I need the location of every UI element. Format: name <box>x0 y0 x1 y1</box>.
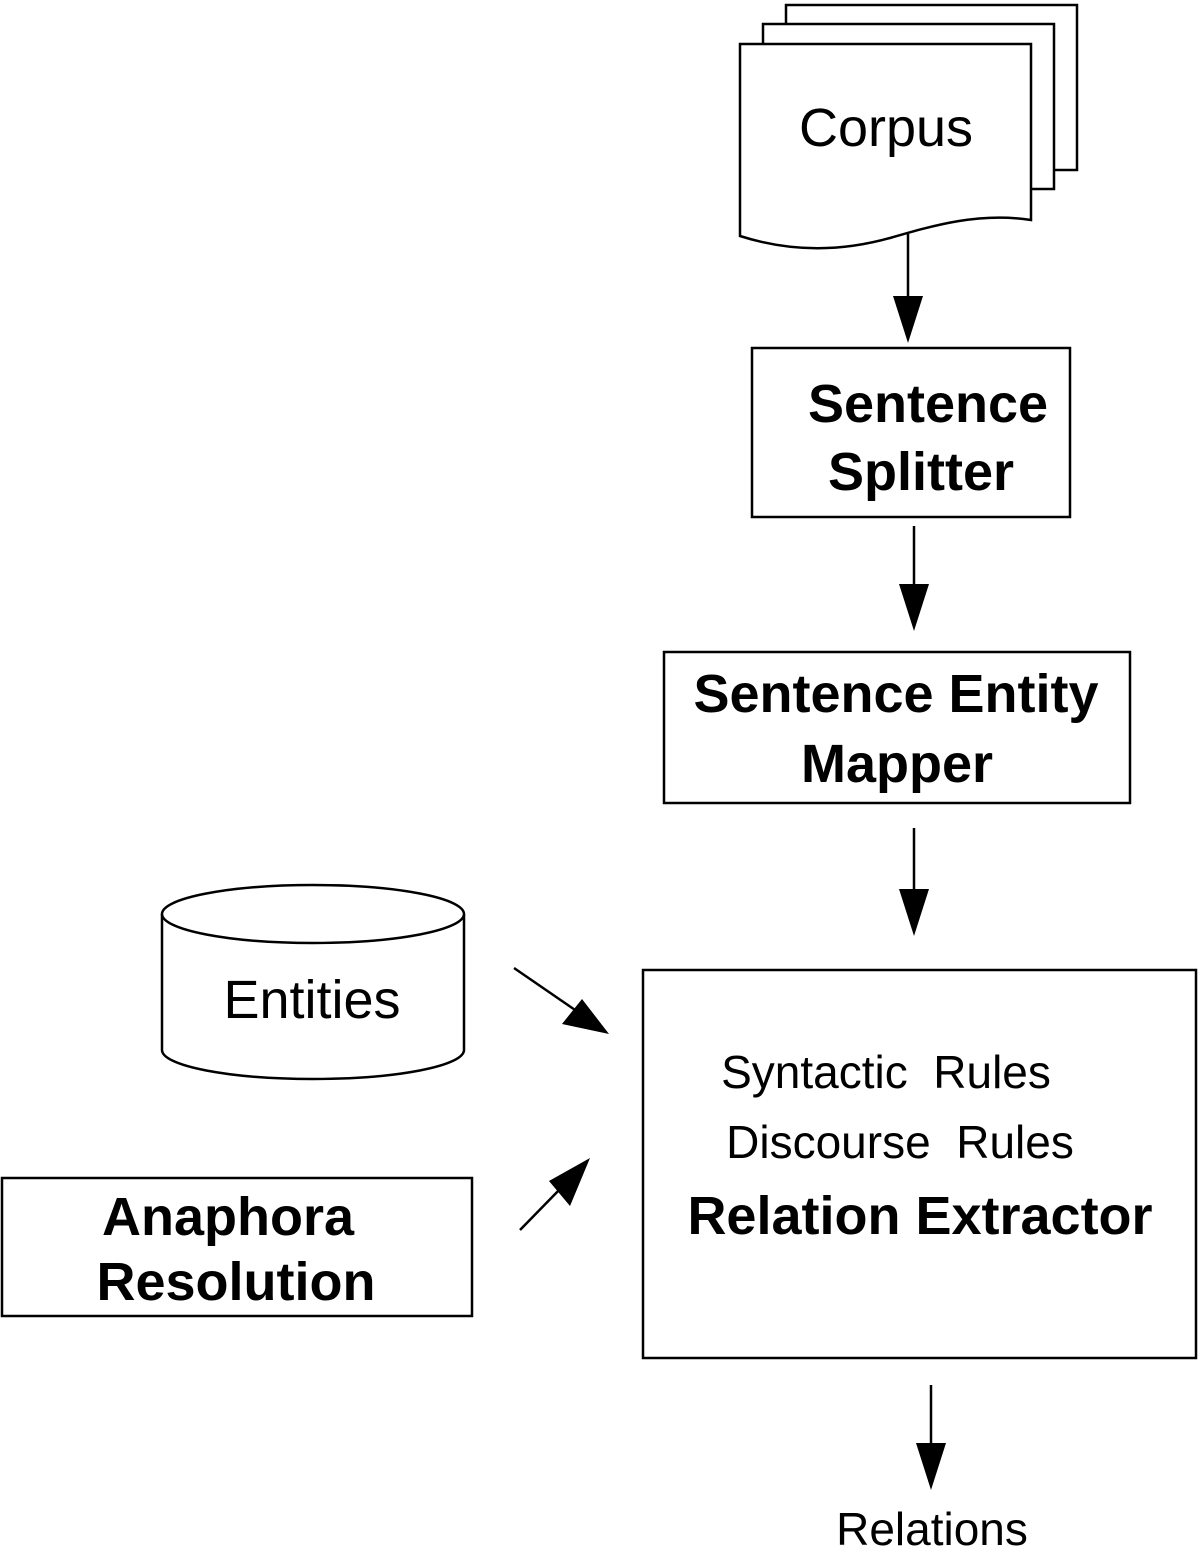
corpus-label: Corpus <box>799 98 973 158</box>
sentence-splitter-box <box>750 346 1072 519</box>
sentence-splitter-node: Sentence Splitter <box>750 346 1072 519</box>
entities-cylinder-top <box>160 883 466 945</box>
relations-label: Relations <box>836 1503 1028 1552</box>
sentence-entity-mapper-label-line1: Sentence Entity <box>693 664 1098 724</box>
sentence-entity-mapper-node: Sentence Entity Mapper <box>662 650 1132 805</box>
entities-node: Entities <box>160 883 466 1081</box>
corpus-node: Corpus <box>738 3 1079 250</box>
sentence-entity-mapper-label-line2: Mapper <box>801 734 993 794</box>
entities-cylinder-body <box>160 914 466 1081</box>
relation-extractor-box <box>641 968 1198 1360</box>
syntactic-rules-label: Syntactic Rules <box>721 1046 1051 1098</box>
sentence-splitter-label-line2: Splitter <box>828 442 1014 502</box>
anaphora-resolution-box <box>0 1176 474 1318</box>
anaphora-resolution-label-line1: Anaphora <box>102 1187 355 1247</box>
entities-label: Entities <box>223 970 400 1030</box>
relation-extractor-title: Relation Extractor <box>687 1186 1152 1246</box>
anaphora-resolution-label-line2: Resolution <box>97 1252 376 1312</box>
sentence-entity-mapper-box <box>662 650 1132 805</box>
discourse-rules-label: Discourse Rules <box>726 1116 1074 1168</box>
relation-extractor-node: Syntactic Rules Discourse Rules Relation… <box>641 968 1198 1360</box>
arrow-extractor-to-relations <box>916 1385 946 1490</box>
arrow-mapper-to-extractor <box>899 828 929 936</box>
sentence-splitter-label-line1: Sentence <box>808 374 1048 434</box>
arrow-entities-to-extractor <box>513 966 609 1034</box>
corpus-front-page <box>738 42 1033 250</box>
arrow-corpus-to-splitter <box>893 234 923 343</box>
arrow-anaphora-to-extractor <box>519 1158 590 1231</box>
arrow-splitter-to-mapper <box>899 526 929 631</box>
anaphora-resolution-node: Anaphora Resolution <box>0 1176 474 1318</box>
